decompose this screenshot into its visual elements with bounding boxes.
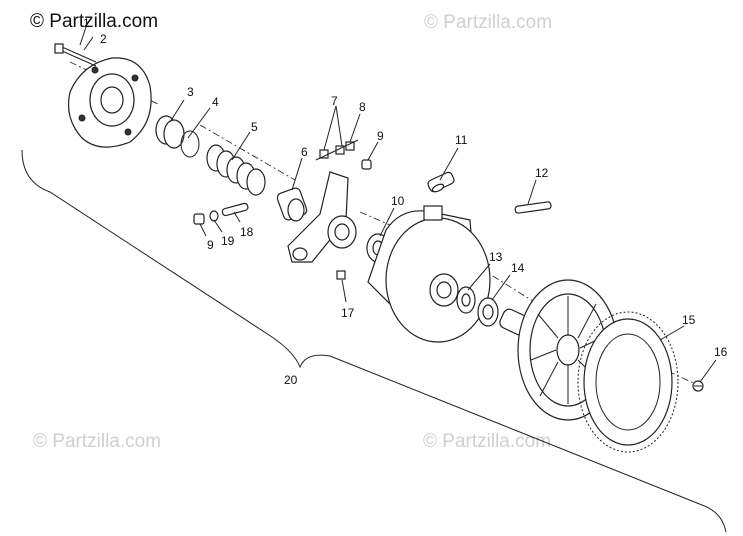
assembly-bracket: [21, 149, 727, 533]
part-weight-arm: [287, 171, 357, 263]
watermark-top-right: © Partzilla.com: [424, 12, 553, 33]
part-spacer: [477, 297, 499, 327]
callout-20: 20: [284, 373, 298, 387]
part-pin-upper: [361, 159, 372, 170]
callout-13: 13: [489, 250, 503, 264]
callout-3: 3: [187, 85, 194, 99]
callout-5: 5: [251, 120, 258, 134]
callout-9-lower: 9: [207, 238, 214, 252]
callout-16: 16: [714, 345, 728, 359]
callout-10: 10: [391, 194, 405, 208]
part-spring: [206, 144, 266, 196]
part-shaft-pin: [514, 201, 552, 214]
callout-6: 6: [301, 145, 308, 159]
callout-2: 2: [100, 32, 107, 46]
part-roller: [276, 187, 308, 222]
watermark-bottom-left: © Partzilla.com: [33, 431, 162, 452]
callout-19: 19: [221, 234, 235, 248]
callout-15: 15: [682, 313, 696, 327]
callout-18: 18: [240, 225, 254, 239]
part-movable-sheave: [367, 205, 491, 343]
callout-14: 14: [511, 261, 525, 275]
callout-7: 7: [331, 94, 338, 108]
watermark-main: © Partzilla.com: [30, 11, 159, 32]
part-screw: [692, 380, 704, 392]
part-small-nut: [336, 270, 346, 280]
part-lower-pins: [193, 202, 249, 225]
part-nuts-washers: [315, 139, 359, 161]
callout-8: 8: [359, 100, 366, 114]
part-bearing: [456, 286, 476, 314]
callout-labels: 1 2 3 4 5 6 7 8 9 10 11 12 13 14 15 16 1…: [83, 16, 728, 387]
part-ring-gear: [577, 311, 679, 453]
part-end-cap: [67, 57, 152, 148]
leader-lines: [79, 26, 717, 383]
callout-9-upper: 9: [377, 129, 384, 143]
callout-4: 4: [212, 95, 219, 109]
callout-1: 1: [83, 16, 90, 30]
part-slider-shoe: [427, 171, 455, 193]
callout-11: 11: [455, 133, 468, 147]
callout-12: 12: [535, 166, 549, 180]
part-bolt: [54, 43, 97, 67]
part-snap-ring: [180, 130, 200, 158]
part-bushing: [155, 115, 185, 149]
callout-17: 17: [341, 306, 355, 320]
watermark-bottom-right: © Partzilla.com: [423, 431, 552, 452]
